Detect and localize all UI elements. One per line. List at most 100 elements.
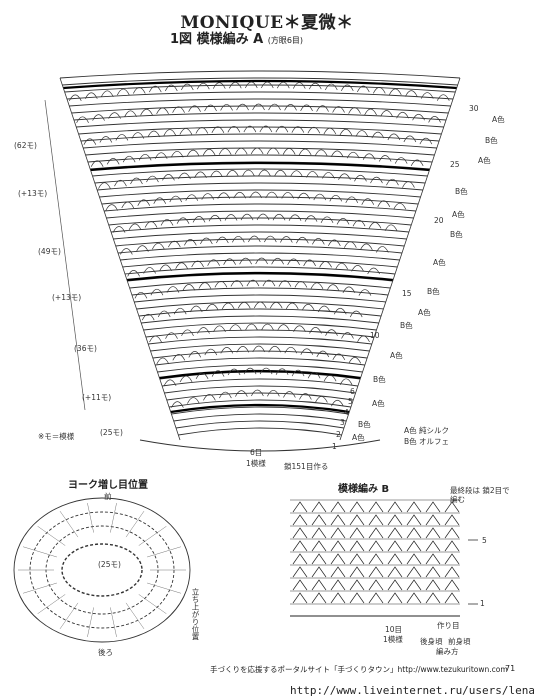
- color-label: A色: [492, 115, 505, 124]
- scallop-loop: [377, 200, 391, 207]
- scallop-loop: [188, 351, 202, 358]
- fan-stitch: [406, 540, 422, 552]
- yoke-side-note: 立ち上がり位置: [191, 588, 200, 641]
- scallop-loop: [284, 346, 298, 354]
- fan-stitch: [444, 553, 460, 565]
- scallop-loop: [204, 104, 217, 112]
- stitch-row: [80, 133, 440, 142]
- scallop-loop: [243, 125, 257, 133]
- chart-subtitle: 1図 模様編み A (方眼6目): [170, 32, 304, 47]
- scallop-loop: [251, 389, 264, 397]
- scallop-loop: [127, 270, 140, 277]
- scallop-loop: [324, 83, 338, 91]
- scallop-loop: [282, 148, 296, 155]
- scallop-loop: [259, 125, 273, 133]
- scallop-loop: [168, 240, 181, 248]
- yoke-increase-mark: [37, 526, 66, 546]
- fan-stitch: [330, 527, 346, 539]
- increase-label: (+13モ): [52, 293, 82, 302]
- scallop-loop: [252, 345, 266, 353]
- stitch-count-label: (62モ): [14, 141, 37, 150]
- scallop-loop: [331, 399, 344, 407]
- scallop-loop: [100, 90, 114, 97]
- scallop-loop: [68, 94, 82, 102]
- scallop-loop: [188, 105, 201, 112]
- stitch-row: [101, 196, 419, 205]
- fan-stitch: [349, 592, 365, 604]
- color-label: A色: [433, 258, 446, 267]
- fan-stitch: [425, 553, 441, 565]
- scallop-loop: [169, 195, 183, 203]
- stitch-row: [115, 238, 405, 247]
- fan-stitch: [387, 514, 403, 526]
- scallop-loop: [211, 126, 225, 133]
- scallop-loop: [234, 147, 248, 155]
- color-label: B色: [455, 187, 468, 196]
- scallop-loop: [130, 177, 143, 185]
- scallop-loop: [245, 323, 258, 331]
- scallop-loop: [323, 127, 337, 135]
- pattern-b-foundation: 作り目: [437, 621, 460, 630]
- stitch-row: [99, 189, 421, 198]
- scallop-loop: [274, 169, 287, 177]
- scallop-loop: [258, 169, 271, 177]
- row-number: 6: [350, 387, 355, 396]
- scallop-loop: [172, 106, 185, 113]
- stitch-row: [138, 308, 382, 317]
- motif-note: ※モ＝模様: [38, 432, 75, 441]
- fan-stitch: [425, 592, 441, 604]
- scallop-loop: [410, 159, 424, 167]
- scallop-loop: [387, 133, 401, 141]
- stitch-row: [143, 322, 377, 331]
- scallop-loop: [240, 213, 254, 221]
- scallop-loop: [349, 310, 363, 318]
- fan-left-edge: [59, 77, 181, 441]
- stitch-row: [66, 91, 454, 100]
- scallop-loop: [156, 107, 169, 115]
- pattern-b-row: 1: [480, 599, 485, 608]
- scallop-loop: [131, 132, 145, 139]
- stitch-row: [178, 427, 342, 436]
- scallop-loop: [124, 110, 137, 117]
- stitch-row: [59, 70, 461, 79]
- scallop-loop: [227, 125, 241, 133]
- fan-stitch: [311, 501, 327, 513]
- scallop-loop: [218, 148, 232, 155]
- yoke-increase-mark: [110, 502, 117, 533]
- stitch-row: [122, 259, 398, 268]
- scallop-loop: [90, 160, 104, 167]
- row-number: 30: [469, 104, 479, 113]
- scallop-loop: [275, 125, 289, 133]
- scallop-loop: [192, 216, 206, 223]
- fan-right-edge: [339, 77, 461, 441]
- scallop-loop: [219, 391, 232, 399]
- stitch-row: [157, 364, 363, 373]
- scallop-loop: [309, 327, 322, 334]
- scallop-loop: [269, 301, 283, 309]
- color-label: B色: [400, 321, 413, 330]
- scallop-loop: [262, 279, 276, 287]
- fan-stitch: [368, 514, 384, 526]
- scallop-loop: [300, 104, 313, 112]
- yoke-increase-mark: [59, 510, 79, 538]
- scallop-loop: [191, 260, 204, 268]
- stitch-row: [124, 266, 396, 275]
- fan-stitch: [387, 592, 403, 604]
- scallop-loop: [287, 258, 300, 266]
- pattern-b-title: 模様編み B: [338, 484, 390, 495]
- scallop-loop: [364, 108, 377, 116]
- scallop-loop: [116, 88, 130, 96]
- fan-stitch: [406, 527, 422, 539]
- scallop-loop: [281, 192, 295, 199]
- scallop-loop: [141, 313, 155, 321]
- scallop-loop: [204, 348, 218, 356]
- stitch-row: [150, 343, 370, 352]
- yoke-increase-mark: [87, 607, 94, 638]
- fan-stitch: [330, 514, 346, 526]
- scallop-loop: [221, 302, 235, 310]
- stitch-row: [69, 98, 451, 107]
- color-label: B色: [427, 287, 440, 296]
- scallop-loop: [403, 135, 417, 143]
- scallop-loop: [307, 371, 321, 379]
- scallop-loop: [214, 280, 228, 288]
